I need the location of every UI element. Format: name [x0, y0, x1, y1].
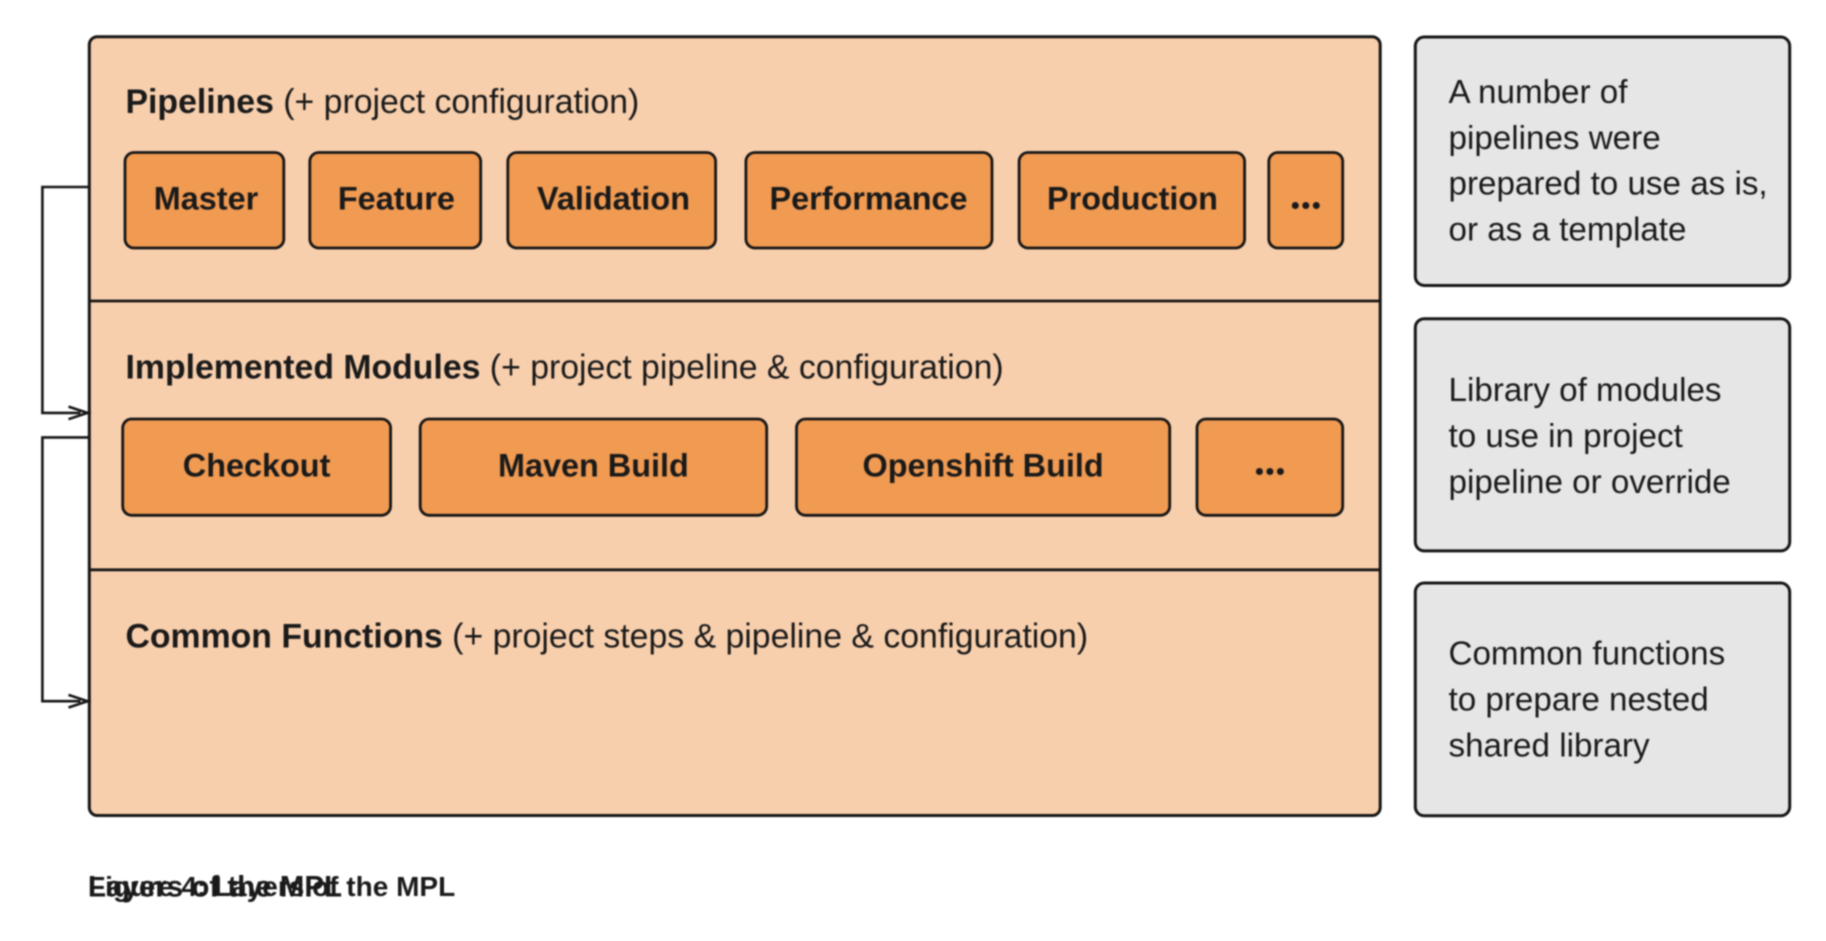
- svg-text:Performance: Performance: [769, 181, 967, 217]
- svg-text:Production: Production: [1047, 181, 1218, 217]
- svg-text:Implemented Modules (+ project: Implemented Modules (+ project pipeline …: [126, 349, 1004, 387]
- svg-text:Common functions: Common functions: [1449, 636, 1726, 673]
- svg-text:Figure 4: Layers of the MPL: Figure 4: Layers of the MPL: [88, 871, 455, 902]
- svg-text:Common Functions (+ project st: Common Functions (+ project steps & pipe…: [126, 618, 1089, 656]
- svg-text:Validation: Validation: [537, 181, 690, 217]
- svg-text:Checkout: Checkout: [183, 448, 331, 484]
- svg-text:pipelines were: pipelines were: [1449, 120, 1661, 157]
- svg-text:Pipelines (+ project configura: Pipelines (+ project configuration): [126, 83, 640, 121]
- svg-text:Feature: Feature: [338, 181, 455, 217]
- svg-text:Master: Master: [154, 181, 259, 217]
- svg-text:shared library: shared library: [1449, 728, 1650, 765]
- svg-text:to prepare nested: to prepare nested: [1449, 682, 1709, 719]
- svg-text:Library of modules: Library of modules: [1449, 372, 1722, 409]
- svg-text:Maven Build: Maven Build: [498, 448, 689, 484]
- svg-text:Openshift Build: Openshift Build: [863, 448, 1104, 484]
- svg-text:Layers of the MPL: Layers of the MPL: [88, 871, 342, 904]
- svg-text:prepared to use as is,: prepared to use as is,: [1449, 166, 1768, 203]
- svg-text:to use in project: to use in project: [1449, 418, 1683, 455]
- svg-text:A number of: A number of: [1449, 74, 1629, 111]
- svg-text:or as a template: or as a template: [1449, 211, 1687, 248]
- svg-text:pipeline or override: pipeline or override: [1449, 464, 1731, 501]
